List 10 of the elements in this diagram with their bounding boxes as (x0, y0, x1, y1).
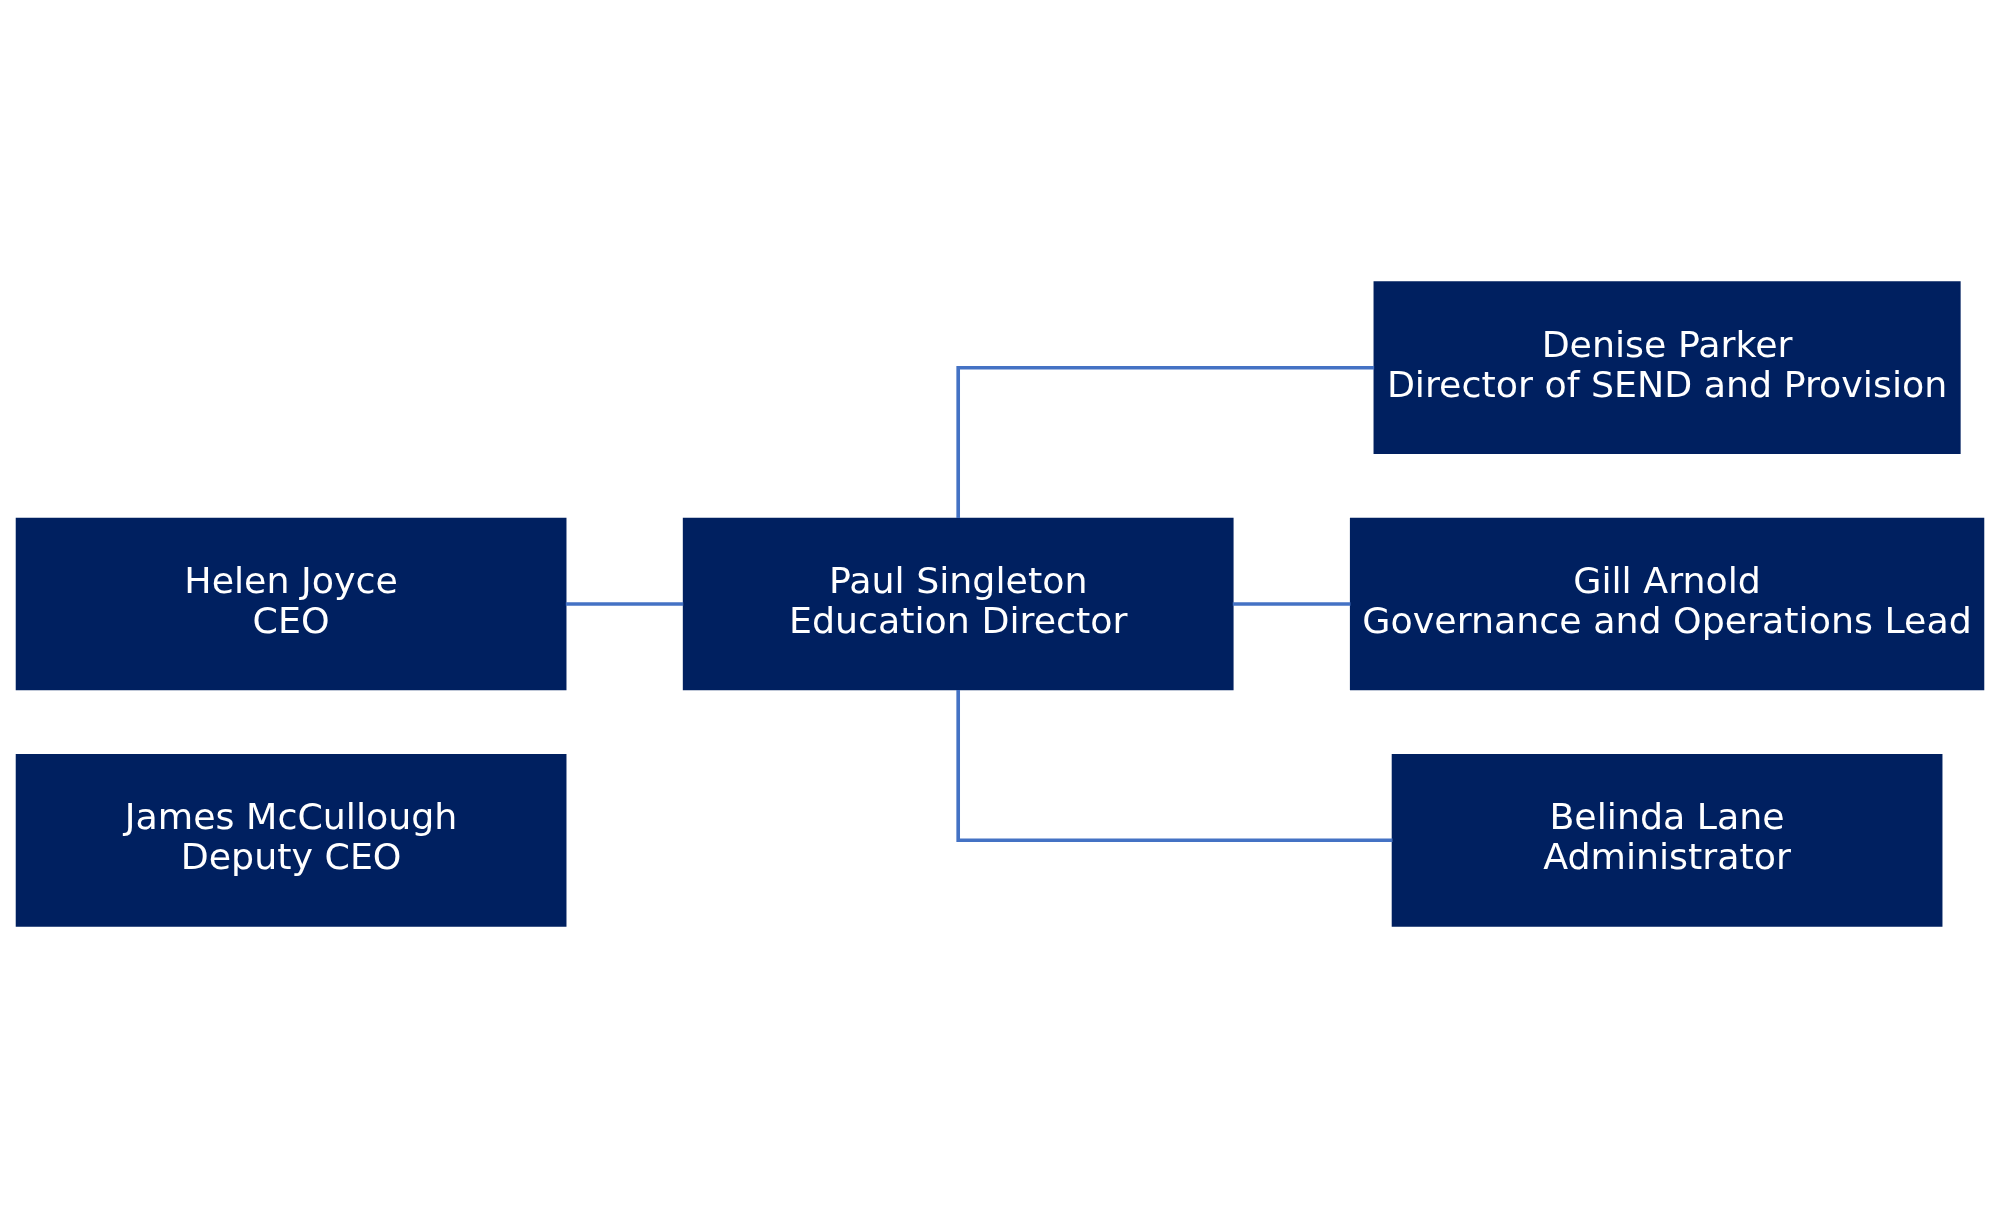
node-box: Belinda Lane Administrator (1391, 753, 1943, 927)
connector (1232, 601, 1351, 606)
node-box: Paul Singleton Education Director (682, 517, 1234, 690)
connector (956, 689, 1393, 842)
node-box: Helen Joyce CEO (15, 517, 567, 690)
connector (956, 365, 1375, 518)
connector (565, 601, 684, 606)
node-box: Denise Parker Director of SEND and Provision (1373, 280, 1961, 454)
node-box: James McCullough Deputy CEO (15, 753, 567, 927)
node-box: Gill Arnold Governance and Operations Lead (1349, 517, 1985, 690)
